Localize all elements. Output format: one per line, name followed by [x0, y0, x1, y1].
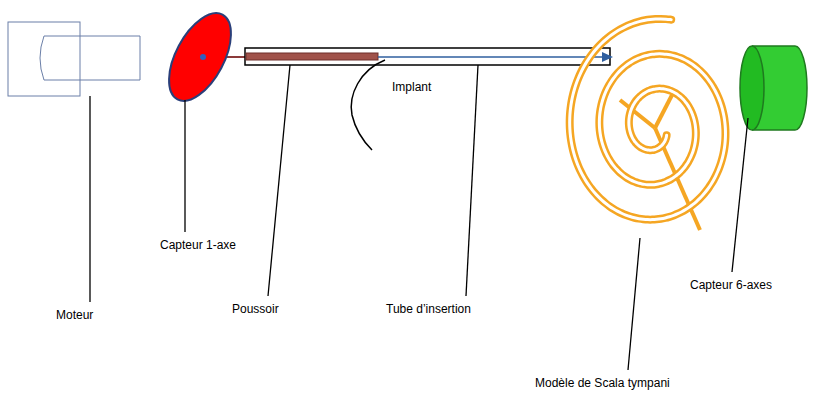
- motor-shaft: [40, 36, 140, 80]
- part-label: Implant: [392, 80, 431, 94]
- pusher: [246, 53, 378, 60]
- arrow-head: [602, 52, 613, 62]
- sensor-face: [740, 46, 764, 130]
- leader-line: [466, 65, 478, 296]
- part-label: Modèle de Scala tympani: [535, 376, 670, 390]
- scala-tympani-model: [570, 19, 726, 230]
- spiral-wall: [570, 19, 726, 220]
- spiral-septum: [655, 95, 672, 128]
- six-axis-sensor: [740, 46, 807, 130]
- leader-line: [732, 118, 748, 272]
- insertion-tube: [245, 48, 610, 65]
- leader-lines: [90, 65, 748, 370]
- implant: [351, 60, 385, 150]
- leader-line: [89, 96, 90, 302]
- part-label: Capteur 6-axes: [690, 278, 772, 292]
- sensor-dot: [200, 54, 206, 60]
- implant-wire: [378, 56, 605, 58]
- part-label: Poussoir: [232, 302, 279, 316]
- spiral-lumen: [570, 19, 726, 220]
- one-axis-sensor: [156, 3, 243, 110]
- leader-line: [184, 100, 185, 232]
- part-label: Moteur: [56, 308, 93, 322]
- leader-line: [268, 65, 290, 296]
- part-label: Capteur 1-axe: [160, 238, 236, 252]
- motor-body: [8, 22, 80, 96]
- part-label: Tube d’insertion: [386, 302, 471, 316]
- leader-line: [628, 238, 640, 370]
